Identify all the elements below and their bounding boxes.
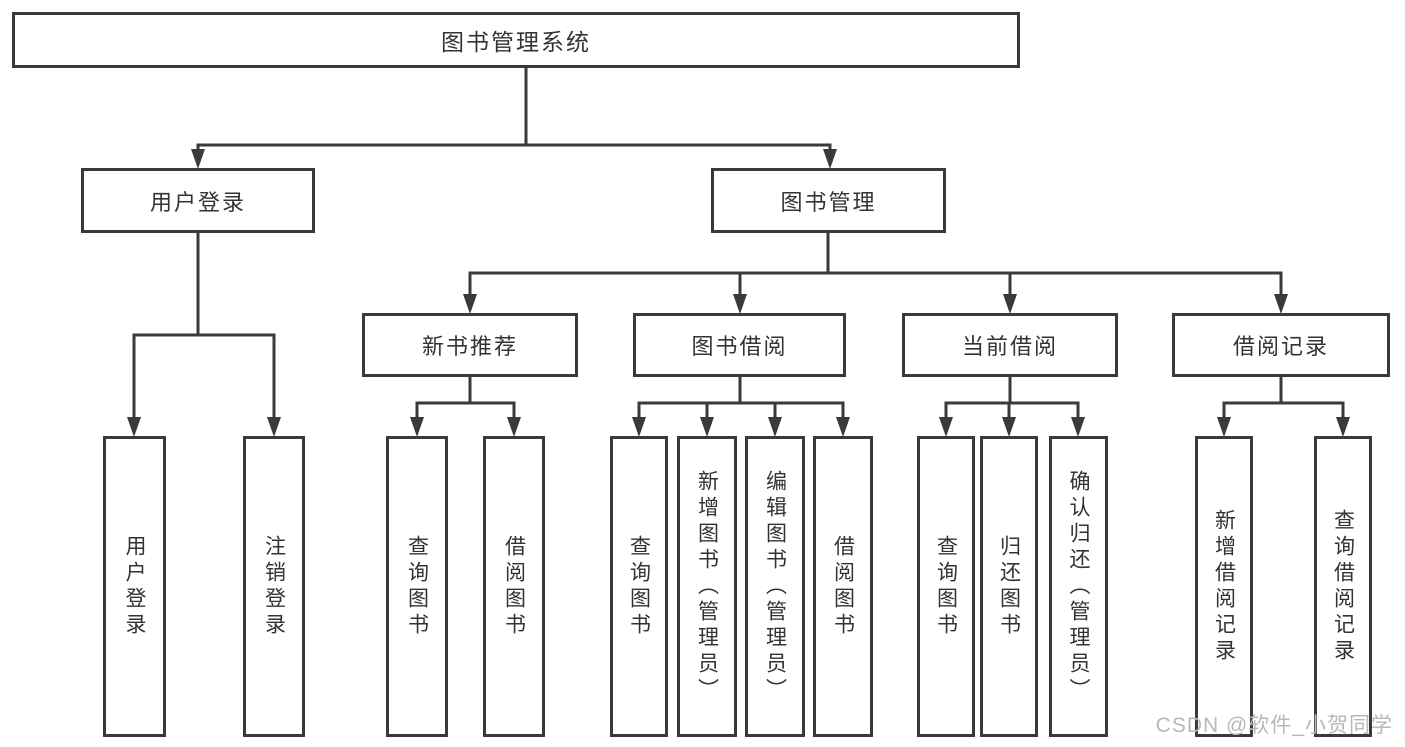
leaf-edit-books-admin: 编辑图书（管理员） bbox=[745, 436, 805, 737]
leaf-query-books-current: 查询图书 bbox=[917, 436, 975, 737]
leaf-logout: 注销登录 bbox=[243, 436, 305, 737]
leaf-borrow-books: 借阅图书 bbox=[813, 436, 873, 737]
node-borrowing-records: 借阅记录 bbox=[1172, 313, 1390, 377]
leaf-add-books-admin: 新增图书（管理员） bbox=[677, 436, 737, 737]
node-current-borrowing: 当前借阅 bbox=[902, 313, 1118, 377]
watermark: CSDN @软件_小贺同学 bbox=[1155, 714, 1393, 737]
leaf-user-login: 用户登录 bbox=[103, 436, 166, 737]
node-new-book-recommendation: 新书推荐 bbox=[362, 313, 578, 377]
node-library-management-system: 图书管理系统 bbox=[12, 12, 1020, 68]
node-book-management: 图书管理 bbox=[711, 168, 946, 233]
leaf-return-books: 归还图书 bbox=[980, 436, 1038, 737]
node-user-login: 用户登录 bbox=[81, 168, 315, 233]
arrowheads bbox=[127, 149, 1350, 437]
leaf-add-borrow-record: 新增借阅记录 bbox=[1195, 436, 1253, 737]
leaf-query-books-borrow: 查询图书 bbox=[610, 436, 668, 737]
leaf-confirm-return-admin: 确认归还（管理员） bbox=[1049, 436, 1108, 737]
leaf-query-borrow-record: 查询借阅记录 bbox=[1314, 436, 1372, 737]
leaf-query-books-recommend: 查询图书 bbox=[386, 436, 448, 737]
node-book-borrowing: 图书借阅 bbox=[633, 313, 846, 377]
leaf-borrow-books-recommend: 借阅图书 bbox=[483, 436, 545, 737]
